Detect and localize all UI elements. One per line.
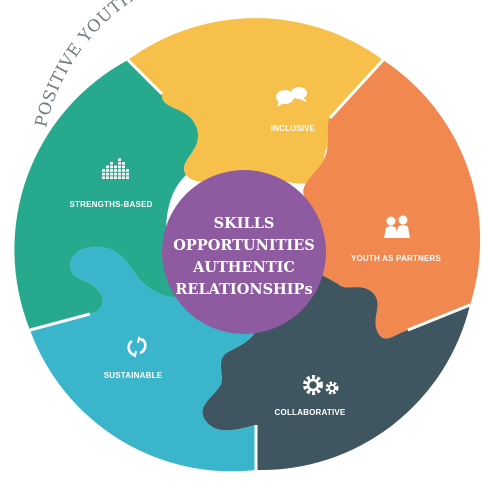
center-line-1: SKILLS: [214, 215, 275, 232]
bar-chart-icon-cell: [126, 176, 129, 179]
segment-sustainable: [30, 246, 256, 472]
bar-chart-icon-cell: [118, 169, 121, 172]
segment-separators: [29, 58, 471, 470]
center-line-4: RELATIONSHIPs: [175, 281, 312, 298]
bar-chart-icon-cell: [122, 162, 125, 165]
bar-chart-icon-cell: [106, 165, 109, 169]
label-collaborative: COLLABORATIVE: [275, 408, 346, 417]
bar-chart-icon-cell: [110, 162, 113, 165]
bar-chart-icon-cell: [102, 176, 105, 179]
refresh-arrows-icon: [127, 336, 147, 358]
bar-chart-icon-cell: [110, 176, 113, 179]
two-people-icon: [384, 215, 410, 238]
center-line-3: AUTHENTIC: [192, 259, 295, 276]
bar-chart-icon-cell: [122, 165, 125, 169]
speech-bubbles-icon: [276, 87, 307, 107]
bar-chart-icon-cell: [118, 176, 121, 179]
bar-chart-icon-cell: [114, 169, 117, 172]
gears-icon: [303, 375, 339, 395]
segment-youth-as-partners: [303, 60, 481, 339]
bar-chart-icon-cell: [110, 169, 113, 172]
label-youth-as-partners: YOUTH AS PARTNERS: [351, 254, 442, 263]
bar-chart-icon-cell: [102, 172, 105, 176]
bar-chart-icon-cell: [118, 158, 121, 161]
segment-inclusive: [128, 18, 383, 189]
bar-chart-icon-cell: [106, 176, 109, 179]
bar-chart-icon-cell: [114, 165, 117, 169]
bar-chart-icon-cell: [118, 162, 121, 165]
center-line-2: OPPORTUNITIES: [173, 237, 314, 254]
bar-chart-icon-cell: [106, 169, 109, 172]
label-inclusive: INCLUSIVE: [271, 124, 316, 133]
bar-chart-icon-cell: [126, 169, 129, 172]
bar-chart-icon: [102, 158, 129, 179]
bar-chart-icon-cell: [110, 172, 113, 176]
segment-strengths-based: [14, 60, 199, 330]
bar-chart-icon-cell: [110, 165, 113, 169]
bar-chart-icon-cell: [118, 172, 121, 176]
center-circle: [162, 170, 326, 334]
label-sustainable: SUSTAINABLE: [104, 371, 163, 380]
bar-chart-icon-cell: [122, 169, 125, 172]
bar-chart-icon-cell: [102, 169, 105, 172]
bar-chart-icon-cell: [126, 172, 129, 176]
label-strengths-based: STRENGTHS-BASED: [69, 200, 152, 209]
bar-chart-icon-cell: [114, 172, 117, 176]
bar-chart-icon-cell: [106, 172, 109, 176]
bar-chart-icon-cell: [122, 176, 125, 179]
bar-chart-icon-cell: [122, 172, 125, 176]
bar-chart-icon-cell: [114, 176, 117, 179]
bar-chart-icon-cell: [118, 165, 121, 169]
